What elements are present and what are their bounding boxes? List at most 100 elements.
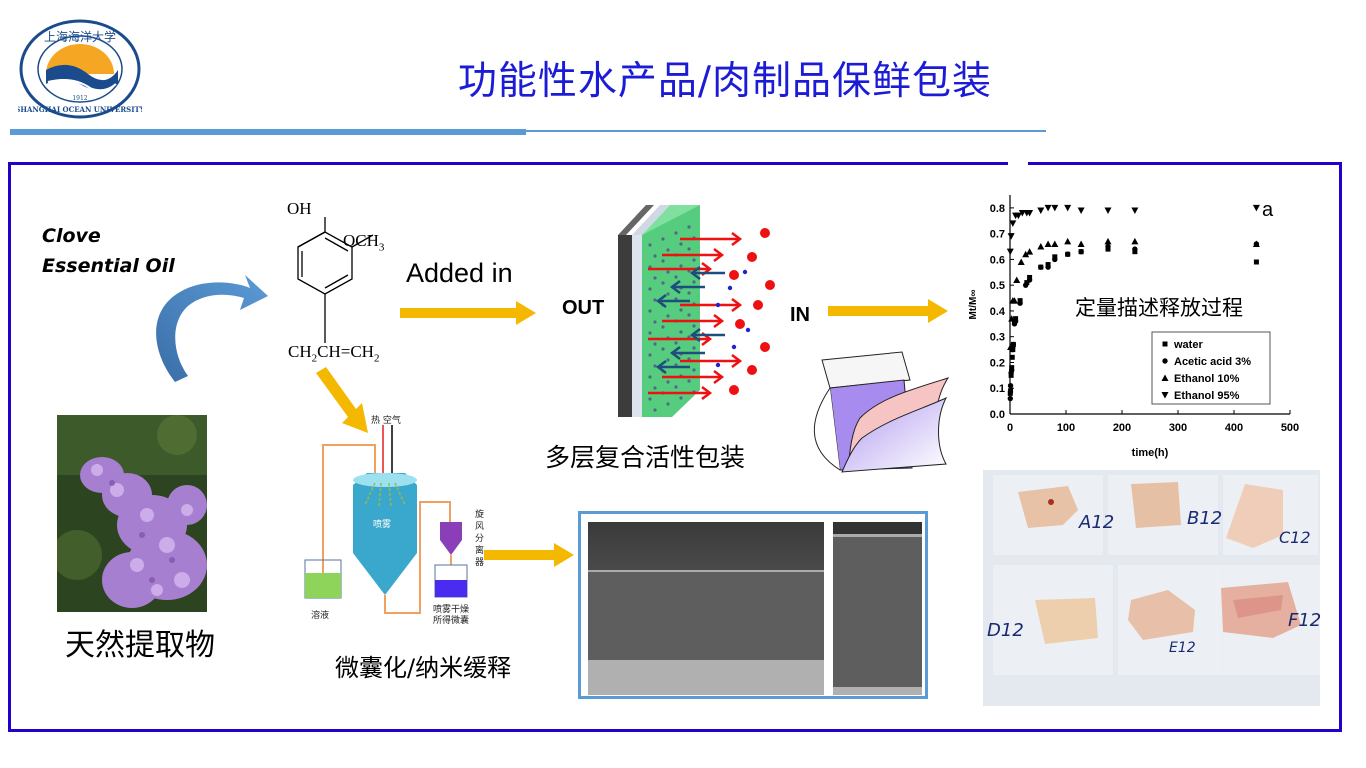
- data-point: [1017, 258, 1025, 265]
- released-molecule: [747, 365, 757, 375]
- sem-image-small: [833, 522, 922, 695]
- data-point: [1026, 248, 1034, 255]
- particle-dot: [666, 248, 670, 252]
- data-point: [1104, 237, 1112, 245]
- content-frame: [8, 162, 1342, 732]
- x-tick-label: 400: [1225, 422, 1243, 434]
- data-point: [1051, 240, 1059, 247]
- particle-dot: [679, 264, 683, 268]
- data-point: [1010, 341, 1017, 348]
- fish-samples-photo: A12 B12 C12 D12 E12 F12: [983, 470, 1320, 706]
- sem-image-large: [588, 522, 824, 695]
- eugenol-structure: OH OCH3 CH2CH=CH2: [255, 195, 405, 370]
- lilac-flowers-photo: [57, 415, 207, 612]
- middle-layer: [632, 235, 642, 417]
- cyclone-label: 旋 风 分 离 器: [475, 509, 485, 569]
- legend-marker: [1162, 341, 1168, 347]
- cyclone-char: 旋: [475, 510, 485, 520]
- data-point: [1051, 204, 1059, 212]
- inflow-molecule: [745, 327, 751, 333]
- data-point: [1009, 220, 1017, 227]
- data-point: [1038, 264, 1044, 270]
- arrow-right-icon: [484, 543, 574, 567]
- logo-name-cn: 上海海洋大学: [44, 29, 116, 44]
- sample-label: B12: [1187, 508, 1223, 529]
- microencapsulation-caption: 微囊化/纳米缓释: [335, 654, 512, 682]
- y-tick-label: 0.4: [990, 306, 1006, 318]
- release-arrowhead: [701, 386, 713, 400]
- out-label: OUT: [562, 297, 605, 319]
- particle-dot: [666, 292, 670, 296]
- sample-label: C12: [1279, 528, 1311, 547]
- particle-dot: [666, 270, 670, 274]
- fish-samples-svg: [983, 470, 1320, 706]
- data-point: [1252, 204, 1260, 212]
- allyl-chain-label: CH2CH=CH2: [288, 342, 379, 364]
- data-point: [1131, 207, 1139, 214]
- data-point: [1017, 300, 1023, 306]
- chain-text-2: CH=CH: [317, 342, 374, 361]
- particle-dot: [674, 231, 678, 235]
- data-point: [1010, 297, 1018, 304]
- particle-dot: [653, 320, 657, 324]
- sample-label: D12: [987, 620, 1024, 641]
- release-arrowhead: [713, 314, 725, 328]
- particle-dot: [674, 341, 678, 345]
- particle-dot: [653, 386, 657, 390]
- data-point: [1064, 204, 1072, 212]
- data-point: [1024, 280, 1030, 286]
- particle-dot: [674, 385, 678, 389]
- solution-label: 溶液: [311, 611, 330, 621]
- spray-chamber-label: 喷雾: [373, 520, 392, 530]
- data-point: [1104, 207, 1112, 214]
- data-point: [1077, 207, 1085, 214]
- y-tick-label: 0.2: [990, 357, 1005, 369]
- particle-dot: [687, 247, 691, 251]
- particle-dot: [679, 396, 683, 400]
- y-tick-label: 0.3: [990, 332, 1005, 344]
- inflow-arrowhead: [689, 328, 701, 342]
- chain-subscript-1: 2: [311, 352, 318, 365]
- clove-label-line1: Clove: [42, 225, 101, 247]
- data-point: [1044, 240, 1052, 247]
- data-point: [1014, 212, 1022, 220]
- particle-dot: [661, 325, 665, 329]
- methoxy-text: OCH: [343, 231, 379, 250]
- data-point: [1064, 251, 1071, 257]
- product-label-line1: 喷雾干燥: [433, 605, 470, 615]
- release-arrowhead: [731, 232, 743, 246]
- data-point: [1007, 233, 1015, 240]
- x-tick-label: 0: [1007, 422, 1013, 434]
- particle-dot: [661, 347, 665, 351]
- particle-dot: [648, 309, 652, 313]
- particle-dot: [653, 364, 657, 368]
- data-point: [1252, 240, 1260, 247]
- natural-extract-caption: 天然提取物: [65, 628, 215, 663]
- particle-dot: [648, 375, 652, 379]
- product-label: 喷雾干燥 所得微囊: [433, 605, 469, 627]
- header-divider-line: [526, 130, 1046, 132]
- data-point: [1026, 210, 1034, 217]
- y-tick-label: 0.6: [990, 254, 1005, 266]
- data-point: [1052, 256, 1058, 263]
- legend-label: Ethanol 10%: [1174, 373, 1240, 385]
- x-axis-label: time(h): [1132, 447, 1169, 459]
- released-molecule: [753, 300, 763, 310]
- particle-dot: [666, 358, 670, 362]
- particle-dot: [687, 313, 691, 317]
- data-point: [1008, 367, 1015, 373]
- data-point: [1064, 237, 1072, 245]
- particle-dot: [687, 379, 691, 383]
- data-point: [1131, 237, 1139, 245]
- legend-label: water: [1173, 339, 1203, 351]
- inflow-molecule: [715, 362, 721, 368]
- cyclone-char: 分: [475, 534, 485, 544]
- particle-dot: [666, 402, 670, 406]
- particle-dot: [661, 259, 665, 263]
- particle-dot: [653, 276, 657, 280]
- particle-dot: [679, 330, 683, 334]
- panel-label: a: [1262, 199, 1274, 221]
- clove-label: Clove Essential Oil: [42, 221, 175, 281]
- sem-image-panel: [578, 511, 928, 699]
- legend-label: Acetic acid 3%: [1174, 356, 1251, 368]
